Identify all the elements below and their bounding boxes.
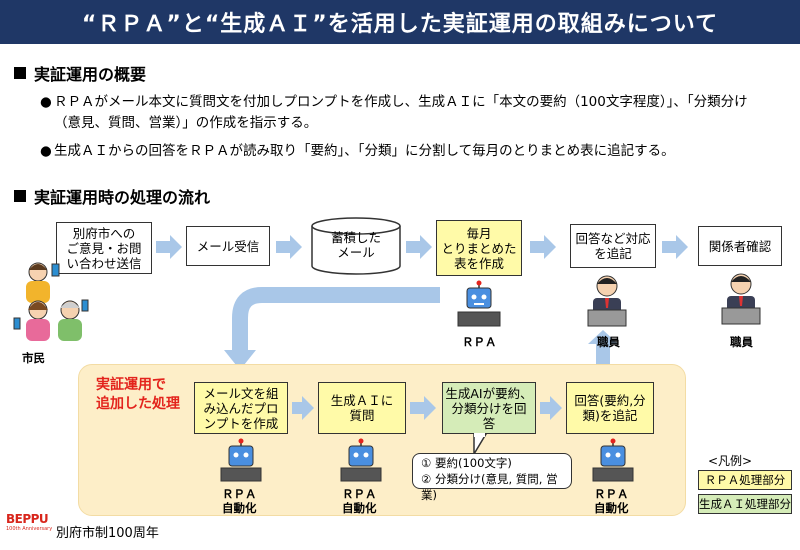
rpa-robot-icon — [340, 438, 382, 482]
flow-step-ai-answer: 生成AIが要約、 分類分けを回 答 — [442, 382, 536, 434]
page-title: “ＲＰＡ”と“生成ＡＩ”を活用した実証運用の取組みについて — [0, 0, 800, 44]
citizens-illustration — [13, 262, 89, 341]
caption-rpa: ＲＰＡ — [462, 335, 497, 349]
flow-heading: 実証運用時の処理の流れ — [14, 184, 210, 208]
note-line-classification: ② 分類分け(意見, 質問, 営業) — [421, 472, 558, 502]
flow-step-stakeholder-check: 関係者確認 — [698, 226, 782, 266]
caption-citizen: 市民 — [22, 351, 45, 365]
note-line-summary: ① 要約(100文字) — [421, 456, 512, 470]
overview-bullet-2: ● 生成ＡＩからの回答をＲＰＡが読み取り「要約」、「分類」に分割して毎月のとりま… — [40, 141, 774, 162]
square-bullet-icon — [14, 67, 26, 79]
rpa-robot-icon — [220, 438, 262, 482]
caption-rpa-auto-3: ＲＰＡ 自動化 — [594, 487, 629, 515]
flow-step-monthly-table: 毎月 とりまとめた 表を作成 — [436, 220, 522, 276]
legend-rpa: ＲＰＡ処理部分 — [698, 470, 792, 490]
note-pointer-mask — [474, 433, 485, 437]
bullet-dot-icon: ● — [40, 143, 52, 159]
added-process-label: 実証運用で 追加した処理 — [96, 377, 180, 412]
beppu-100th-logo: BEPPU 100th Anniversary — [6, 512, 56, 532]
flow-step-mail-receive: メール受信 — [186, 226, 270, 266]
flow-step-create-prompt: メール文を組 み込んだプロ ンプトを作成 — [194, 382, 288, 434]
flow-step-append-response: 回答など対応 を追記 — [570, 224, 656, 268]
bullet-dot-icon: ● — [40, 94, 52, 110]
logo-subtext: 100th Anniversary — [6, 526, 53, 532]
rpa-robot-icon — [457, 280, 501, 327]
overview-bullet-1: ● ＲＰＡがメール本文に質問文を付加しプロンプトを作成し、生成ＡＩに「本文の要約… — [40, 94, 748, 131]
stored-mail-cylinder-icon — [311, 217, 401, 275]
square-bullet-icon — [14, 190, 26, 202]
caption-staff-1: 職員 — [597, 335, 620, 349]
legend-ai: 生成ＡＩ処理部分 — [698, 494, 792, 514]
flow-step-ask-ai: 生成ＡＩに 質問 — [318, 382, 406, 434]
staff-person-icon — [587, 275, 627, 327]
overview-heading: 実証運用の概要 — [14, 61, 146, 85]
flow-step-citizen-send: 別府市への ご意見・お問 い合わせ送信 — [56, 222, 152, 274]
staff-person-icon — [721, 273, 761, 325]
caption-staff-2: 職員 — [730, 335, 753, 349]
logo-text: BEPPU — [6, 512, 49, 526]
footer-caption: 別府市制100周年 — [56, 526, 159, 541]
flow-step-stored-mail: 蓄積した メール — [330, 230, 381, 260]
legend-title: <凡例> — [708, 454, 753, 468]
ai-output-note: ① 要約(100文字) ② 分類分け(意見, 質問, 営業) — [412, 453, 572, 502]
flow-step-append-answer: 回答(要約,分 類)を追記 — [566, 382, 654, 434]
rpa-robot-icon — [592, 438, 634, 482]
caption-rpa-auto-2: ＲＰＡ 自動化 — [342, 487, 377, 515]
caption-rpa-auto-1: ＲＰＡ 自動化 — [222, 487, 257, 515]
